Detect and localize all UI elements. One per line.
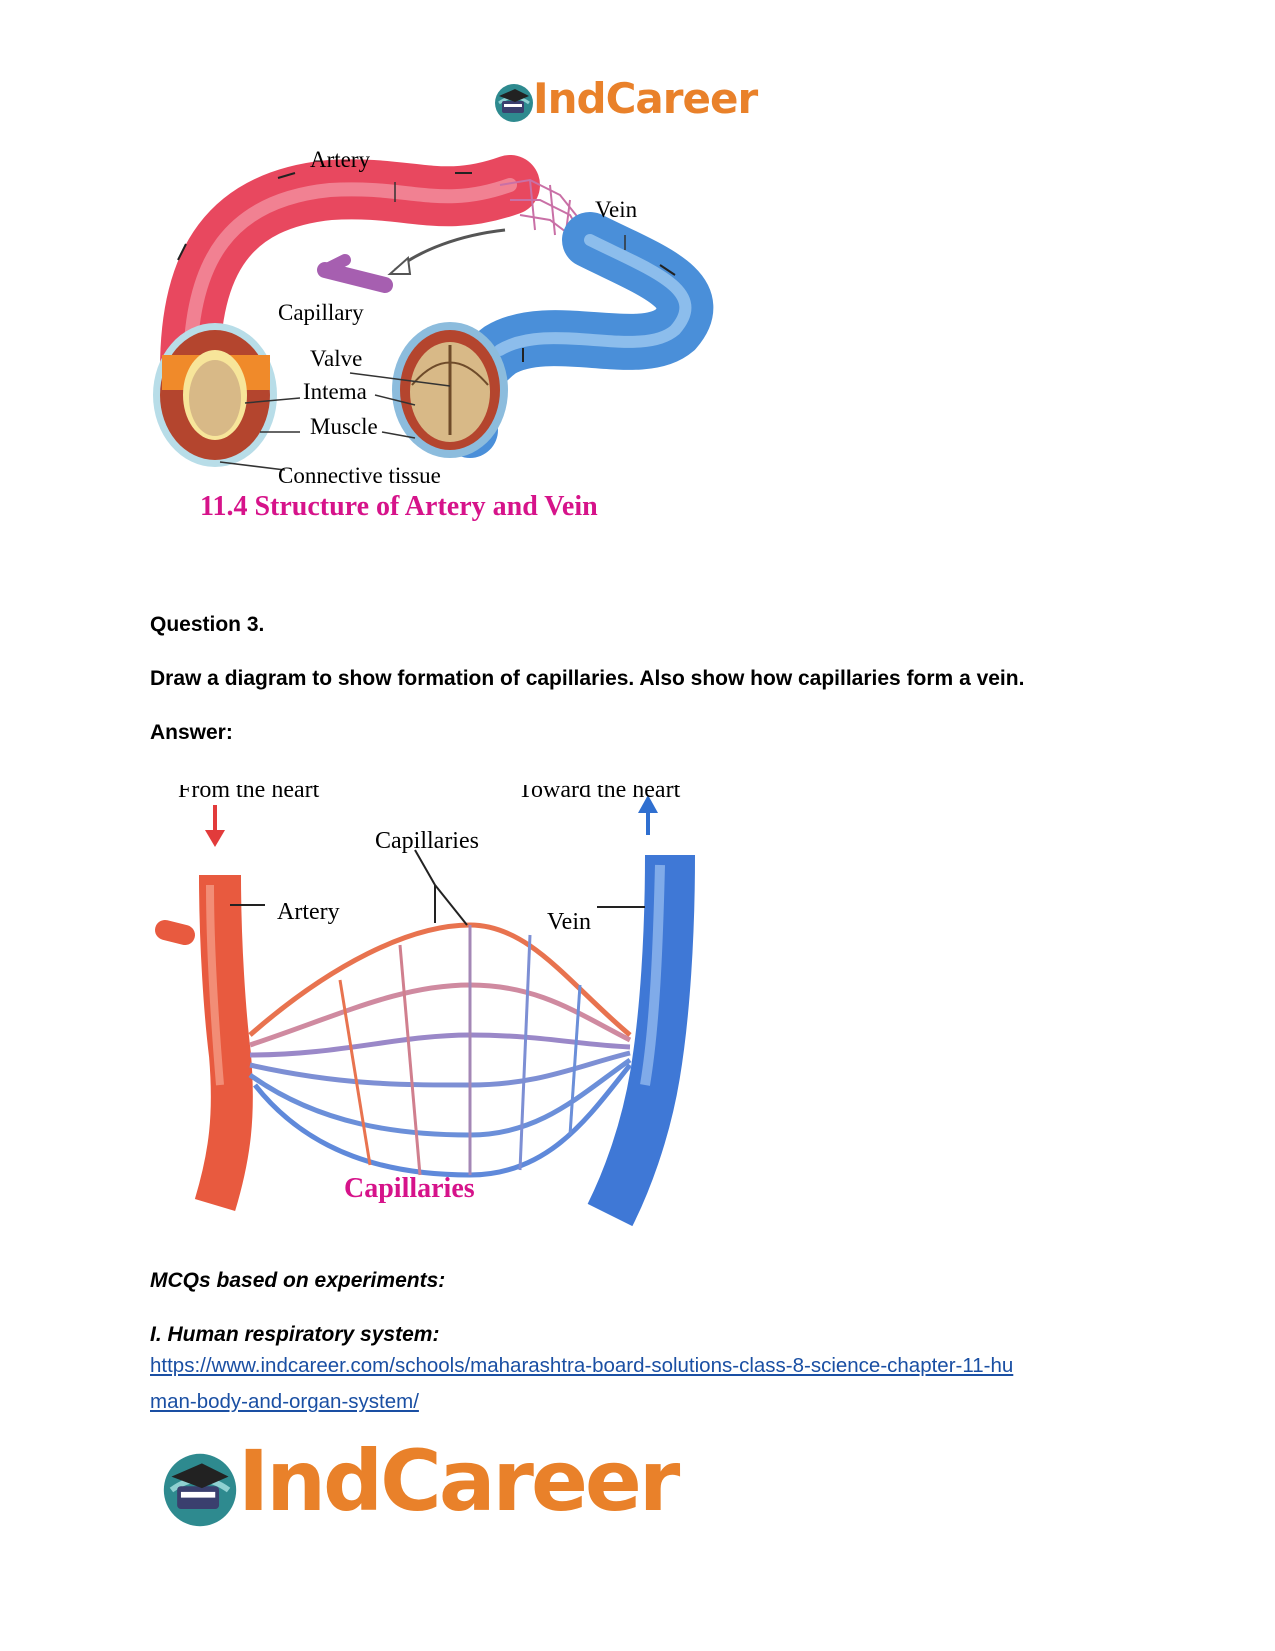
graduation-cap-globe-icon	[163, 1453, 237, 1527]
label-artery: Artery	[310, 147, 371, 172]
label-muscle: Muscle	[310, 414, 378, 439]
footer-logo-text: IndCareer	[238, 1432, 680, 1530]
zoom-arrow-icon	[394, 228, 506, 272]
header-logo: IndCareer	[493, 74, 763, 128]
chapter-link-line-2[interactable]: man-body-and-organ-system/	[150, 1390, 419, 1413]
answer-label: Answer:	[150, 721, 233, 744]
label-connective-tissue: Connective tissue	[278, 463, 441, 488]
vein-vessel	[587, 854, 695, 1227]
label-artery: Artery	[277, 899, 340, 925]
flow-arrow-icon	[177, 243, 187, 261]
mcq-subheading: I. Human respiratory system:	[150, 1323, 440, 1346]
artery-vein-diagram: Artery Vein Capillary Valve Intema Muscl…	[153, 147, 714, 522]
figure1-caption: 11.4 Structure of Artery and Vein	[200, 491, 598, 522]
capillary-bed	[248, 922, 632, 1178]
chapter-link-line-1[interactable]: https://www.indcareer.com/schools/mahara…	[150, 1354, 1014, 1377]
chapter-link[interactable]: https://www.indcareer.com/schools/mahara…	[150, 1348, 1150, 1420]
header-logo-text: IndCareer	[533, 74, 758, 123]
label-from-heart: From the heart	[178, 785, 320, 803]
label-capillary: Capillary	[278, 300, 364, 325]
question-text: Draw a diagram to show formation of capi…	[150, 667, 1025, 690]
label-intema: Intema	[303, 379, 367, 404]
label-vein: Vein	[595, 197, 638, 222]
label-capillaries: Capillaries	[375, 828, 479, 854]
graduation-cap-globe-icon	[495, 84, 533, 122]
mcq-heading: MCQs based on experiments:	[150, 1269, 446, 1292]
figure2-caption: Capillaries	[344, 1173, 475, 1204]
capillary-tube	[317, 262, 393, 293]
capillaries-diagram: From the heart Toward the heart Capillar…	[155, 785, 695, 1227]
label-toward-heart: Toward the heart	[518, 785, 681, 803]
artery-vessel	[194, 874, 253, 1212]
question-number: Question 3.	[150, 613, 265, 636]
flow-arrow-icon	[659, 264, 676, 276]
label-valve: Valve	[310, 346, 362, 371]
flow-arrow-icon	[277, 172, 296, 179]
label-vein: Vein	[547, 909, 591, 935]
footer-logo: IndCareer	[160, 1432, 700, 1540]
